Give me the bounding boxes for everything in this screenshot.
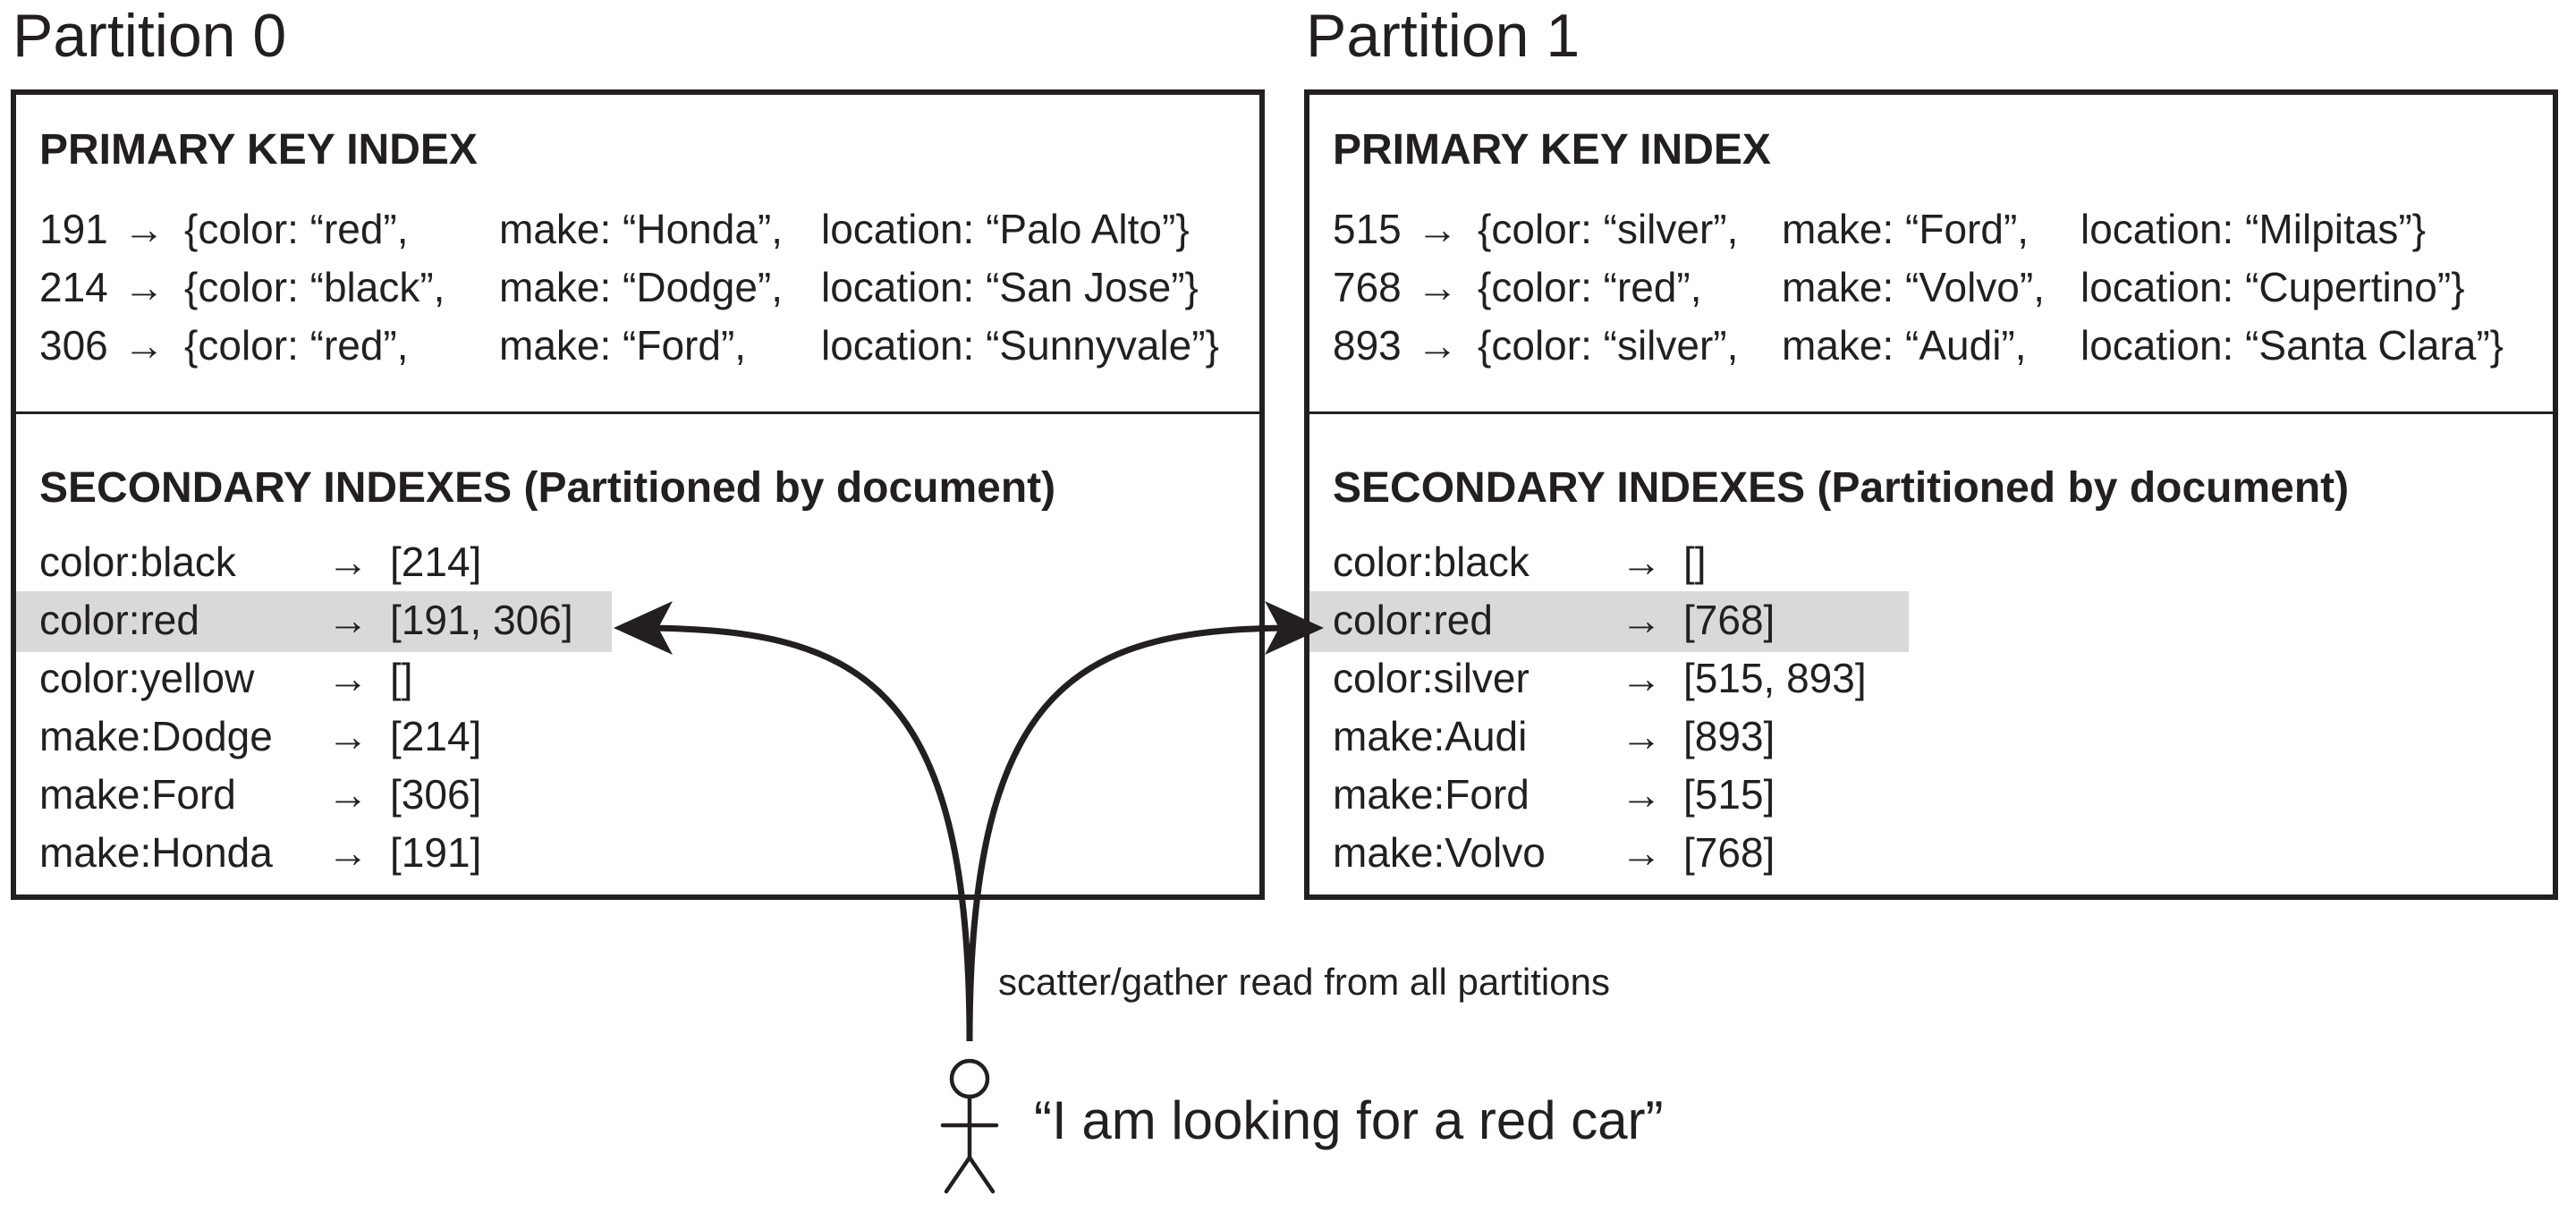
arrow: → — [1621, 597, 1662, 643]
doc-id: 893 — [1333, 322, 1402, 369]
arrow: → — [123, 264, 165, 310]
user-quote: “I am looking for a red car” — [1034, 1090, 1664, 1150]
doc-location: location: “Cupertino”} — [2080, 264, 2465, 310]
index-key: color:black — [39, 538, 236, 585]
index-key: make:Ford — [1333, 771, 1530, 818]
arrow: → — [327, 713, 369, 759]
secondary-index-row: make:Volvo → [768] — [1309, 824, 2553, 882]
doc-id: 214 — [39, 264, 108, 310]
arrow: → — [1621, 771, 1662, 818]
index-key: make:Ford — [39, 771, 236, 818]
index-key: make:Honda — [39, 829, 273, 876]
stick-figure-icon — [940, 1058, 999, 1194]
arrow: → — [327, 597, 369, 643]
arrow: → — [327, 538, 369, 585]
index-key: color:silver — [1333, 655, 1530, 701]
secondary-index-row: color:silver → [515, 893] — [1309, 649, 2553, 708]
index-value: [] — [1683, 538, 1707, 585]
doc-id: 306 — [39, 322, 108, 369]
doc-id: 191 — [39, 206, 108, 252]
index-value: [191] — [390, 829, 482, 876]
partition-1-title: Partition 1 — [1306, 2, 1580, 70]
doc-color: {color: “red”, — [184, 206, 409, 252]
doc-make: make: “Honda”, — [499, 206, 784, 252]
index-value: [893] — [1683, 713, 1775, 759]
doc-color: {color: “black”, — [184, 264, 445, 310]
index-key: make:Volvo — [1333, 829, 1546, 876]
index-value: [191, 306] — [390, 597, 573, 643]
arrow: → — [123, 322, 165, 369]
doc-location: location: “San Jose”} — [821, 264, 1199, 310]
section-divider — [16, 411, 1259, 414]
doc-location: location: “Palo Alto”} — [821, 206, 1190, 252]
index-key: color:black — [1333, 538, 1530, 585]
partition-0-box: PRIMARY KEY INDEX 191 → {color: “red”, m… — [11, 89, 1265, 900]
arrow: → — [1621, 655, 1662, 701]
secondary-index-row: make:Honda → [191] — [16, 824, 1259, 882]
doc-location: location: “Santa Clara”} — [2080, 322, 2504, 369]
index-key: make:Audi — [1333, 713, 1528, 759]
doc-color: {color: “silver”, — [1478, 322, 1739, 369]
secondary-indexes-heading: SECONDARY INDEXES (Partitioned by docume… — [39, 464, 1056, 512]
secondary-index-row: color:black → [] — [1309, 533, 2553, 591]
secondary-index-row-highlighted: color:red → [768] — [1309, 591, 2553, 652]
highlight-band — [16, 591, 612, 652]
scatter-gather-caption: scatter/gather read from all partitions — [998, 961, 1610, 1003]
doc-color: {color: “red”, — [1478, 264, 1702, 310]
index-key: color:yellow — [39, 655, 255, 701]
arrow: → — [1417, 322, 1458, 369]
index-value: [515] — [1683, 771, 1775, 818]
doc-id: 515 — [1333, 206, 1402, 252]
secondary-indexes-heading: SECONDARY INDEXES (Partitioned by docume… — [1333, 464, 2350, 512]
doc-make: make: “Dodge”, — [499, 264, 784, 310]
highlight-band — [1309, 591, 1909, 652]
secondary-index-row: make:Audi → [893] — [1309, 708, 2553, 766]
section-divider — [1309, 411, 2553, 414]
secondary-index-row: make:Dodge → [214] — [16, 708, 1259, 766]
doc-make: make: “Audi”, — [1782, 322, 2027, 369]
secondary-index-row: color:black → [214] — [16, 533, 1259, 591]
arrow: → — [1621, 829, 1662, 876]
doc-color: {color: “silver”, — [1478, 206, 1739, 252]
doc-location: location: “Sunnyvale”} — [821, 322, 1219, 369]
arrow: → — [1621, 538, 1662, 585]
primary-key-index-heading: PRIMARY KEY INDEX — [1333, 126, 1771, 174]
index-key: color:red — [39, 597, 199, 643]
index-value: [306] — [390, 771, 482, 818]
secondary-index-row: make:Ford → [515] — [1309, 766, 2553, 824]
index-value: [768] — [1683, 829, 1775, 876]
arrow: → — [327, 771, 369, 818]
secondary-index-row: color:yellow → [] — [16, 649, 1259, 708]
partition-1-box: PRIMARY KEY INDEX 515 → {color: “silver”… — [1304, 89, 2558, 900]
index-value: [768] — [1683, 597, 1775, 643]
secondary-index-row: make:Ford → [306] — [16, 766, 1259, 824]
index-key: make:Dodge — [39, 713, 273, 759]
doc-color: {color: “red”, — [184, 322, 409, 369]
secondary-index-rows: color:black → [] color:red → [768] color… — [1309, 533, 2553, 882]
partition-0-title: Partition 0 — [13, 2, 287, 70]
index-key: color:red — [1333, 597, 1493, 643]
arrow: → — [1417, 264, 1458, 310]
arrow: → — [1417, 206, 1458, 252]
index-value: [214] — [390, 538, 482, 585]
primary-key-index-heading: PRIMARY KEY INDEX — [39, 126, 478, 174]
secondary-index-rows: color:black → [214] color:red → [191, 30… — [16, 533, 1259, 882]
arrow: → — [327, 829, 369, 876]
doc-make: make: “Ford”, — [499, 322, 747, 369]
doc-make: make: “Volvo”, — [1782, 264, 2045, 310]
doc-id: 768 — [1333, 264, 1402, 310]
arrow: → — [327, 655, 369, 701]
arrow: → — [123, 206, 165, 252]
index-value: [] — [390, 655, 413, 701]
index-value: [214] — [390, 713, 482, 759]
index-value: [515, 893] — [1683, 655, 1867, 701]
secondary-index-row-highlighted: color:red → [191, 306] — [16, 591, 1259, 652]
doc-location: location: “Milpitas”} — [2080, 206, 2427, 252]
doc-make: make: “Ford”, — [1782, 206, 2029, 252]
arrow: → — [1621, 713, 1662, 759]
